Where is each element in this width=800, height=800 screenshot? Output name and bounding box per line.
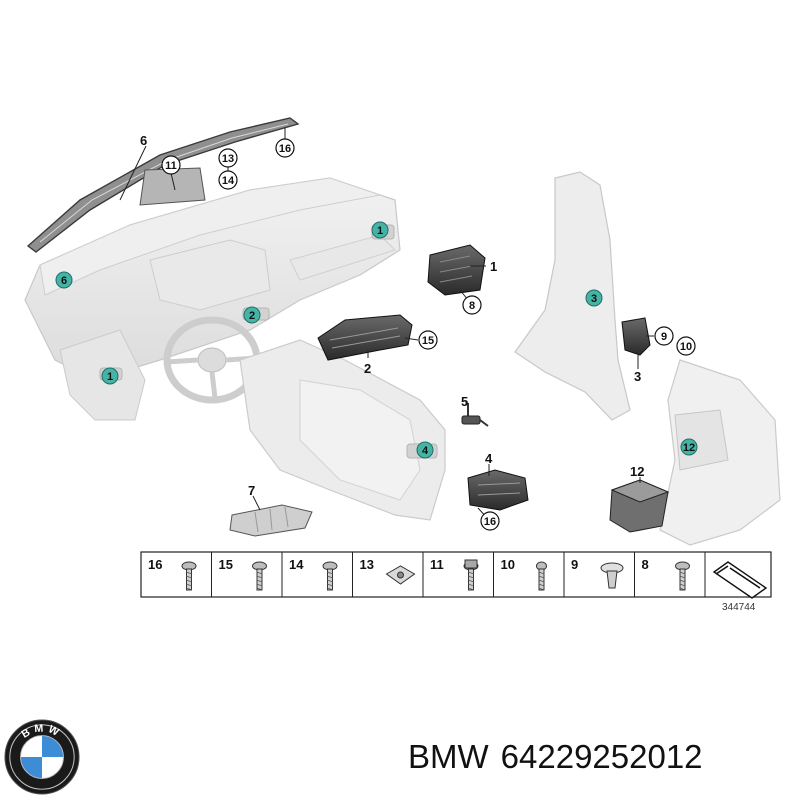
circled-callout-10: 10 xyxy=(676,336,696,356)
bmw-logo-icon: BMW xyxy=(4,719,80,795)
svg-text:15: 15 xyxy=(422,335,434,347)
part-number: 64229252012 xyxy=(500,738,703,775)
fastener-cell-14: 14 xyxy=(289,552,353,597)
svg-text:8: 8 xyxy=(469,300,475,312)
svg-text:12: 12 xyxy=(683,442,695,454)
teal-markers: 1 6 2 1 3 4 12 xyxy=(55,221,698,459)
svg-text:9: 9 xyxy=(661,331,667,343)
callout-7: 7 xyxy=(248,483,255,498)
circled-callout-15: 15 xyxy=(418,330,438,350)
screw-flat-icon xyxy=(181,561,197,591)
callout-3: 3 xyxy=(634,369,641,384)
svg-text:1: 1 xyxy=(377,225,383,237)
svg-text:16: 16 xyxy=(279,143,291,155)
svg-text:13: 13 xyxy=(222,153,234,165)
svg-text:4: 4 xyxy=(422,445,429,457)
plain-callouts: 6 1 2 3 4 5 7 12 xyxy=(140,133,644,498)
teal-marker-6: 6 xyxy=(55,271,73,289)
teal-marker-1-dash-left: 1 xyxy=(101,367,119,385)
fastener-cell-9: 9 xyxy=(571,552,635,597)
teal-marker-12: 12 xyxy=(680,438,698,456)
fastener-cell-13: 13 xyxy=(360,552,424,597)
svg-text:10: 10 xyxy=(680,341,692,353)
clip-nut-icon xyxy=(385,565,416,585)
brand-caption: BMW 64229252012 xyxy=(408,738,715,776)
reference-icon xyxy=(712,561,768,599)
svg-text:6: 6 xyxy=(61,275,67,287)
expansion-rivet-icon xyxy=(600,562,624,589)
fastener-label: 8 xyxy=(642,557,649,572)
teal-marker-3: 3 xyxy=(585,289,603,307)
fastener-label: 9 xyxy=(571,557,578,572)
rear-panel-illustration xyxy=(659,359,781,546)
brand-name: BMW xyxy=(408,738,489,775)
fastener-label: 11 xyxy=(430,557,444,572)
circled-callout-11: 11 xyxy=(161,155,181,175)
fastener-cell-8: 8 xyxy=(642,552,706,597)
svg-text:1: 1 xyxy=(107,371,113,383)
fastener-label: 14 xyxy=(289,557,304,572)
air-vent-part-3 xyxy=(621,317,651,356)
svg-text:14: 14 xyxy=(222,175,235,187)
air-vent-part-1 xyxy=(427,244,486,296)
air-vent-part-2 xyxy=(317,314,413,361)
air-vent-part-4 xyxy=(467,469,529,511)
circled-callout-14: 14 xyxy=(218,170,238,190)
circled-callouts: 11 13 14 16 8 15 9 10 xyxy=(161,138,696,531)
screw-flat-icon xyxy=(322,561,338,591)
b-pillar-trim xyxy=(514,171,631,421)
callout-2: 2 xyxy=(364,361,371,376)
fastener-cell-10: 10 xyxy=(501,552,565,597)
circled-callout-9: 9 xyxy=(654,326,674,346)
air-duct-part-7 xyxy=(229,504,313,537)
callout-1: 1 xyxy=(490,259,497,274)
svg-text:3: 3 xyxy=(591,293,597,305)
teal-marker-1-dash-right: 1 xyxy=(371,221,389,239)
circled-callout-8: 8 xyxy=(462,295,482,315)
screw-tapping-icon xyxy=(252,561,267,591)
teal-marker-2: 2 xyxy=(243,306,261,324)
callout-6: 6 xyxy=(140,133,147,148)
temperature-sensor-part-5 xyxy=(461,403,489,427)
teal-marker-4: 4 xyxy=(416,441,434,459)
fastener-parts-strip: 16 15 14 13 11 10 9 8 344744 xyxy=(140,551,772,613)
fastener-label: 15 xyxy=(219,557,233,572)
fastener-label: 13 xyxy=(360,557,374,572)
callout-5: 5 xyxy=(461,394,468,409)
svg-text:11: 11 xyxy=(165,160,177,172)
bolt-hex-icon xyxy=(463,559,479,591)
fastener-cell-16: 16 xyxy=(148,552,212,597)
fastener-cell-11: 11 xyxy=(430,552,494,597)
circled-callout-13: 13 xyxy=(218,148,238,168)
svg-text:16: 16 xyxy=(484,516,496,528)
screw-small-icon xyxy=(536,561,547,591)
callout-12: 12 xyxy=(630,464,644,479)
diagram-ref-number: 344744 xyxy=(722,602,756,613)
fastener-cell-15: 15 xyxy=(219,552,283,597)
control-unit-part-12 xyxy=(609,479,670,533)
screw-tapping-icon xyxy=(675,561,690,591)
fastener-label: 10 xyxy=(501,557,515,572)
fastener-label: 16 xyxy=(148,557,162,572)
svg-text:2: 2 xyxy=(249,310,255,322)
circled-callout-16-bottom: 16 xyxy=(480,511,500,531)
callout-4: 4 xyxy=(485,451,493,466)
circled-callout-16-top: 16 xyxy=(275,138,295,158)
